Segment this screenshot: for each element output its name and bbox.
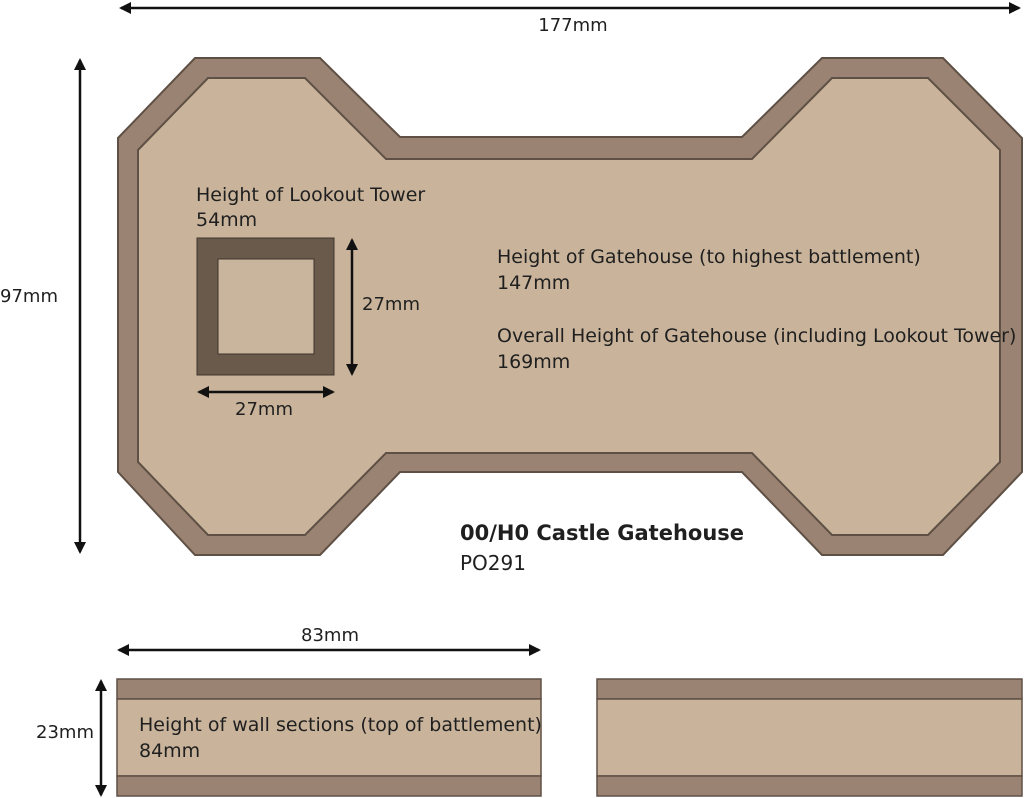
wall-section-right bbox=[596, 678, 1023, 797]
tower-height-label: 27mm bbox=[362, 294, 420, 315]
gatehouse-floor bbox=[137, 77, 1001, 536]
gatehouse-overall-value: 169mm bbox=[497, 351, 570, 373]
lookout-tower-title: Height of Lookout Tower bbox=[196, 184, 425, 206]
wall-left-walkway bbox=[116, 698, 542, 777]
wall-right-bottom-battlement bbox=[596, 775, 1023, 797]
wall-left-bottom-battlement bbox=[116, 775, 542, 797]
tower-width-label: 27mm bbox=[235, 399, 293, 420]
lookout-tower-inner bbox=[217, 258, 315, 355]
overall-width-label: 177mm bbox=[538, 15, 607, 36]
wall-sections-title: Height of wall sections (top of battleme… bbox=[139, 714, 542, 736]
gatehouse-height-title: Height of Gatehouse (to highest battleme… bbox=[497, 246, 921, 268]
wall-section-left bbox=[116, 678, 542, 797]
lookout-tower bbox=[196, 237, 335, 376]
wall-depth-label: 23mm bbox=[36, 722, 94, 743]
overall-depth-label: 97mm bbox=[0, 286, 58, 307]
lookout-tower-value: 54mm bbox=[196, 209, 257, 231]
product-name: 00/H0 Castle Gatehouse bbox=[460, 521, 744, 545]
gatehouse-footprint bbox=[117, 57, 1023, 556]
wall-left-top-battlement bbox=[116, 678, 542, 700]
gatehouse-overall-title: Overall Height of Gatehouse (including L… bbox=[497, 325, 1016, 347]
wall-right-top-battlement bbox=[596, 678, 1023, 700]
product-code: PO291 bbox=[460, 551, 526, 575]
wall-width-label: 83mm bbox=[301, 625, 359, 646]
gatehouse-height-value: 147mm bbox=[497, 272, 570, 294]
wall-sections-value: 84mm bbox=[139, 740, 200, 762]
wall-right-walkway bbox=[596, 698, 1023, 777]
